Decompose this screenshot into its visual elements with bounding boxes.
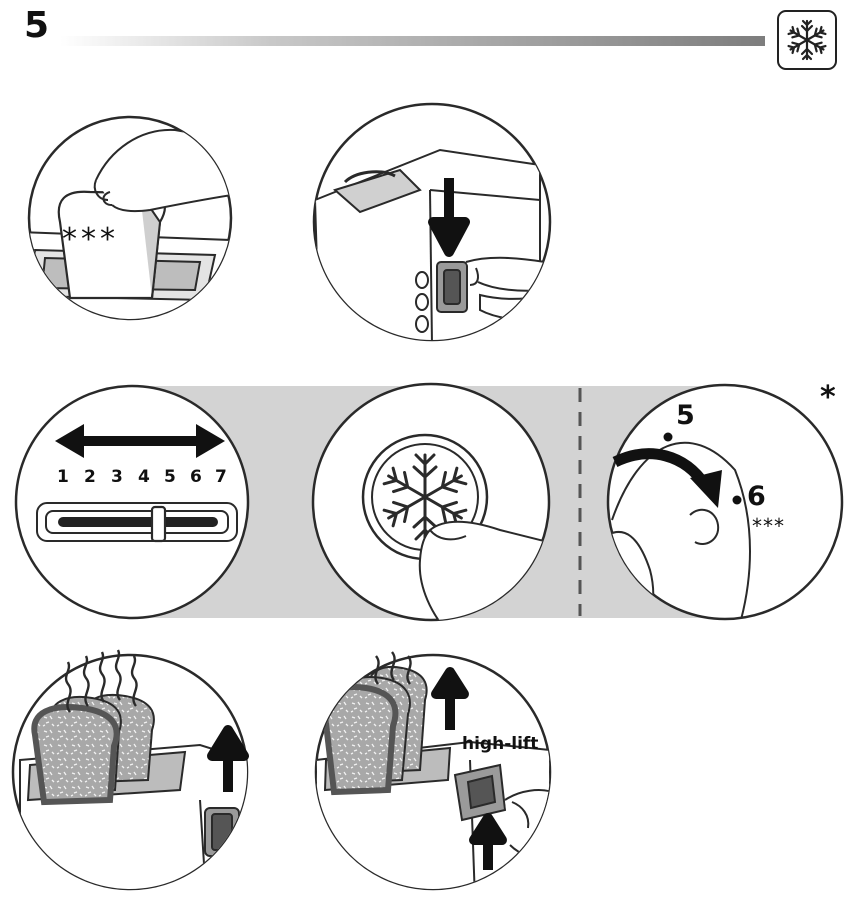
bread-frozen-marker: *** <box>62 222 119 257</box>
dial-stars: *** <box>752 514 785 538</box>
dial-mark-5: 5 <box>676 400 695 431</box>
high-lift-illustration <box>316 652 552 900</box>
scale-number: 1 <box>57 467 69 487</box>
browning-selector-illustration <box>16 386 248 618</box>
high-lift-label: high-lift <box>462 734 538 754</box>
step1-insert-bread-illustration <box>20 117 232 340</box>
step2-press-lever-illustration <box>314 104 550 360</box>
footnote-asterisk: * <box>820 380 836 415</box>
scale-number: 4 <box>138 467 150 487</box>
scale-number: 6 <box>190 467 202 487</box>
scale-number: 7 <box>215 467 227 487</box>
scale-number: 3 <box>111 467 123 487</box>
scale-number: 2 <box>84 467 96 487</box>
scale-number: 5 <box>164 467 176 487</box>
toast-ready-illustration <box>13 650 248 900</box>
dial-mark-6: 6 <box>747 481 766 512</box>
